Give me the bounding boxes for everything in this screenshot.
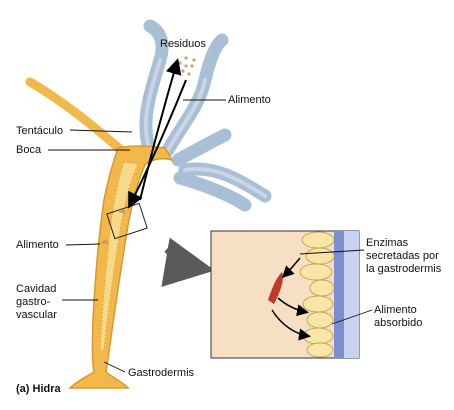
tentacle-3	[171, 128, 232, 167]
label-enzimas-3: la gastrodermis	[366, 263, 442, 275]
label-alimento-left: Alimento	[16, 239, 59, 251]
label-residuos: Residuos	[160, 38, 206, 50]
zoom-arrow	[161, 237, 215, 287]
food-particle-2	[118, 209, 126, 214]
label-vascular: vascular	[16, 309, 57, 321]
label-boca: Boca	[16, 144, 42, 156]
gastrovascular-cavity	[99, 161, 139, 351]
label-enzimas-2: secretadas por	[366, 250, 439, 262]
leader-lines	[48, 99, 373, 373]
hydra-body	[68, 145, 174, 389]
food-particle-1	[100, 239, 109, 244]
inset-panel	[210, 230, 360, 359]
inset-source-box	[106, 202, 148, 240]
food-in-arrow	[128, 79, 187, 209]
label-gastro: gastro-	[16, 296, 51, 308]
label-alimento-top: Alimento	[228, 94, 271, 106]
label-absorbido-2: absorbido	[374, 317, 423, 329]
residue-particles	[175, 56, 196, 76]
label-absorbido-1: Alimento	[374, 304, 417, 316]
label-cavidad: Cavidad	[16, 283, 57, 295]
label-enzimas-1: Enzimas	[366, 237, 409, 249]
figure-caption: (a) Hidra	[16, 383, 61, 395]
label-gastrodermis: Gastrodermis	[128, 367, 195, 379]
tentacles	[139, 19, 272, 212]
food-particle-inset	[268, 272, 283, 304]
tentacle-5	[173, 171, 252, 212]
label-tentaculo: Tentáculo	[16, 125, 64, 137]
tentacle-left	[25, 77, 137, 165]
residue-out-arrow	[139, 58, 182, 201]
